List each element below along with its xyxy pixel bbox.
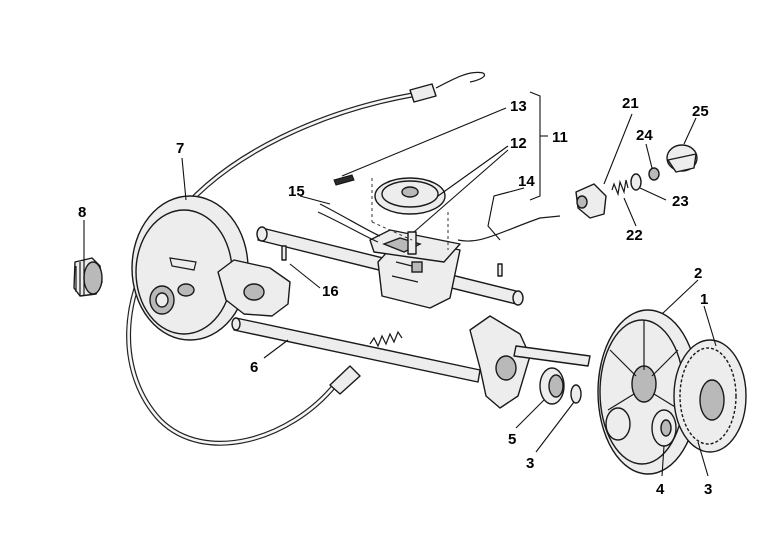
tension-spring bbox=[369, 330, 403, 348]
label-5: 5 bbox=[508, 431, 516, 448]
label-1: 1 bbox=[700, 291, 708, 308]
belt-pulley bbox=[317, 177, 449, 250]
nut-24 bbox=[648, 167, 660, 181]
label-22: 22 bbox=[626, 227, 643, 244]
bushing-5 bbox=[539, 367, 565, 405]
label-8: 8 bbox=[78, 204, 86, 221]
label-11: 11 bbox=[552, 129, 568, 146]
group-bracket-11 bbox=[529, 91, 548, 201]
label-16: 16 bbox=[322, 283, 339, 300]
label-14: 14 bbox=[518, 173, 535, 190]
right-bracket bbox=[469, 315, 591, 409]
label-12: 12 bbox=[510, 135, 527, 152]
label-6: 7 bbox=[176, 140, 184, 157]
drive-cable bbox=[126, 71, 486, 446]
pinion-gear-4 bbox=[651, 409, 677, 447]
label-21: 21 bbox=[622, 95, 639, 112]
gear-knob-part bbox=[73, 257, 103, 297]
lever-rod-14 bbox=[457, 215, 561, 242]
label-13: 13 bbox=[510, 98, 527, 115]
pin-16 bbox=[281, 245, 503, 277]
cap-25 bbox=[666, 144, 698, 173]
part-labels: 8 7 13 12 11 15 14 16 6 21 25 24 23 22 2… bbox=[78, 95, 712, 498]
washer-3-left bbox=[570, 384, 582, 404]
bearing-cap-21 bbox=[575, 183, 607, 219]
label-15: 15 bbox=[288, 183, 305, 200]
label-24: 24 bbox=[636, 127, 653, 144]
spring-13 bbox=[333, 174, 355, 186]
gear-ring-1 bbox=[673, 339, 747, 453]
washer-23 bbox=[630, 173, 642, 191]
wheel-disc-part bbox=[131, 195, 249, 341]
label-3a: 3 bbox=[526, 455, 534, 472]
label-7: 6 bbox=[250, 359, 258, 376]
chassis-bracket bbox=[217, 259, 481, 383]
label-4: 4 bbox=[656, 481, 665, 498]
leader-lines bbox=[83, 107, 717, 477]
label-25: 25 bbox=[692, 103, 709, 120]
label-3b: 3 bbox=[704, 481, 712, 498]
label-23: 23 bbox=[672, 193, 689, 210]
spring-22 bbox=[611, 179, 629, 197]
gearbox-housing bbox=[369, 229, 461, 309]
label-2: 2 bbox=[694, 265, 702, 282]
